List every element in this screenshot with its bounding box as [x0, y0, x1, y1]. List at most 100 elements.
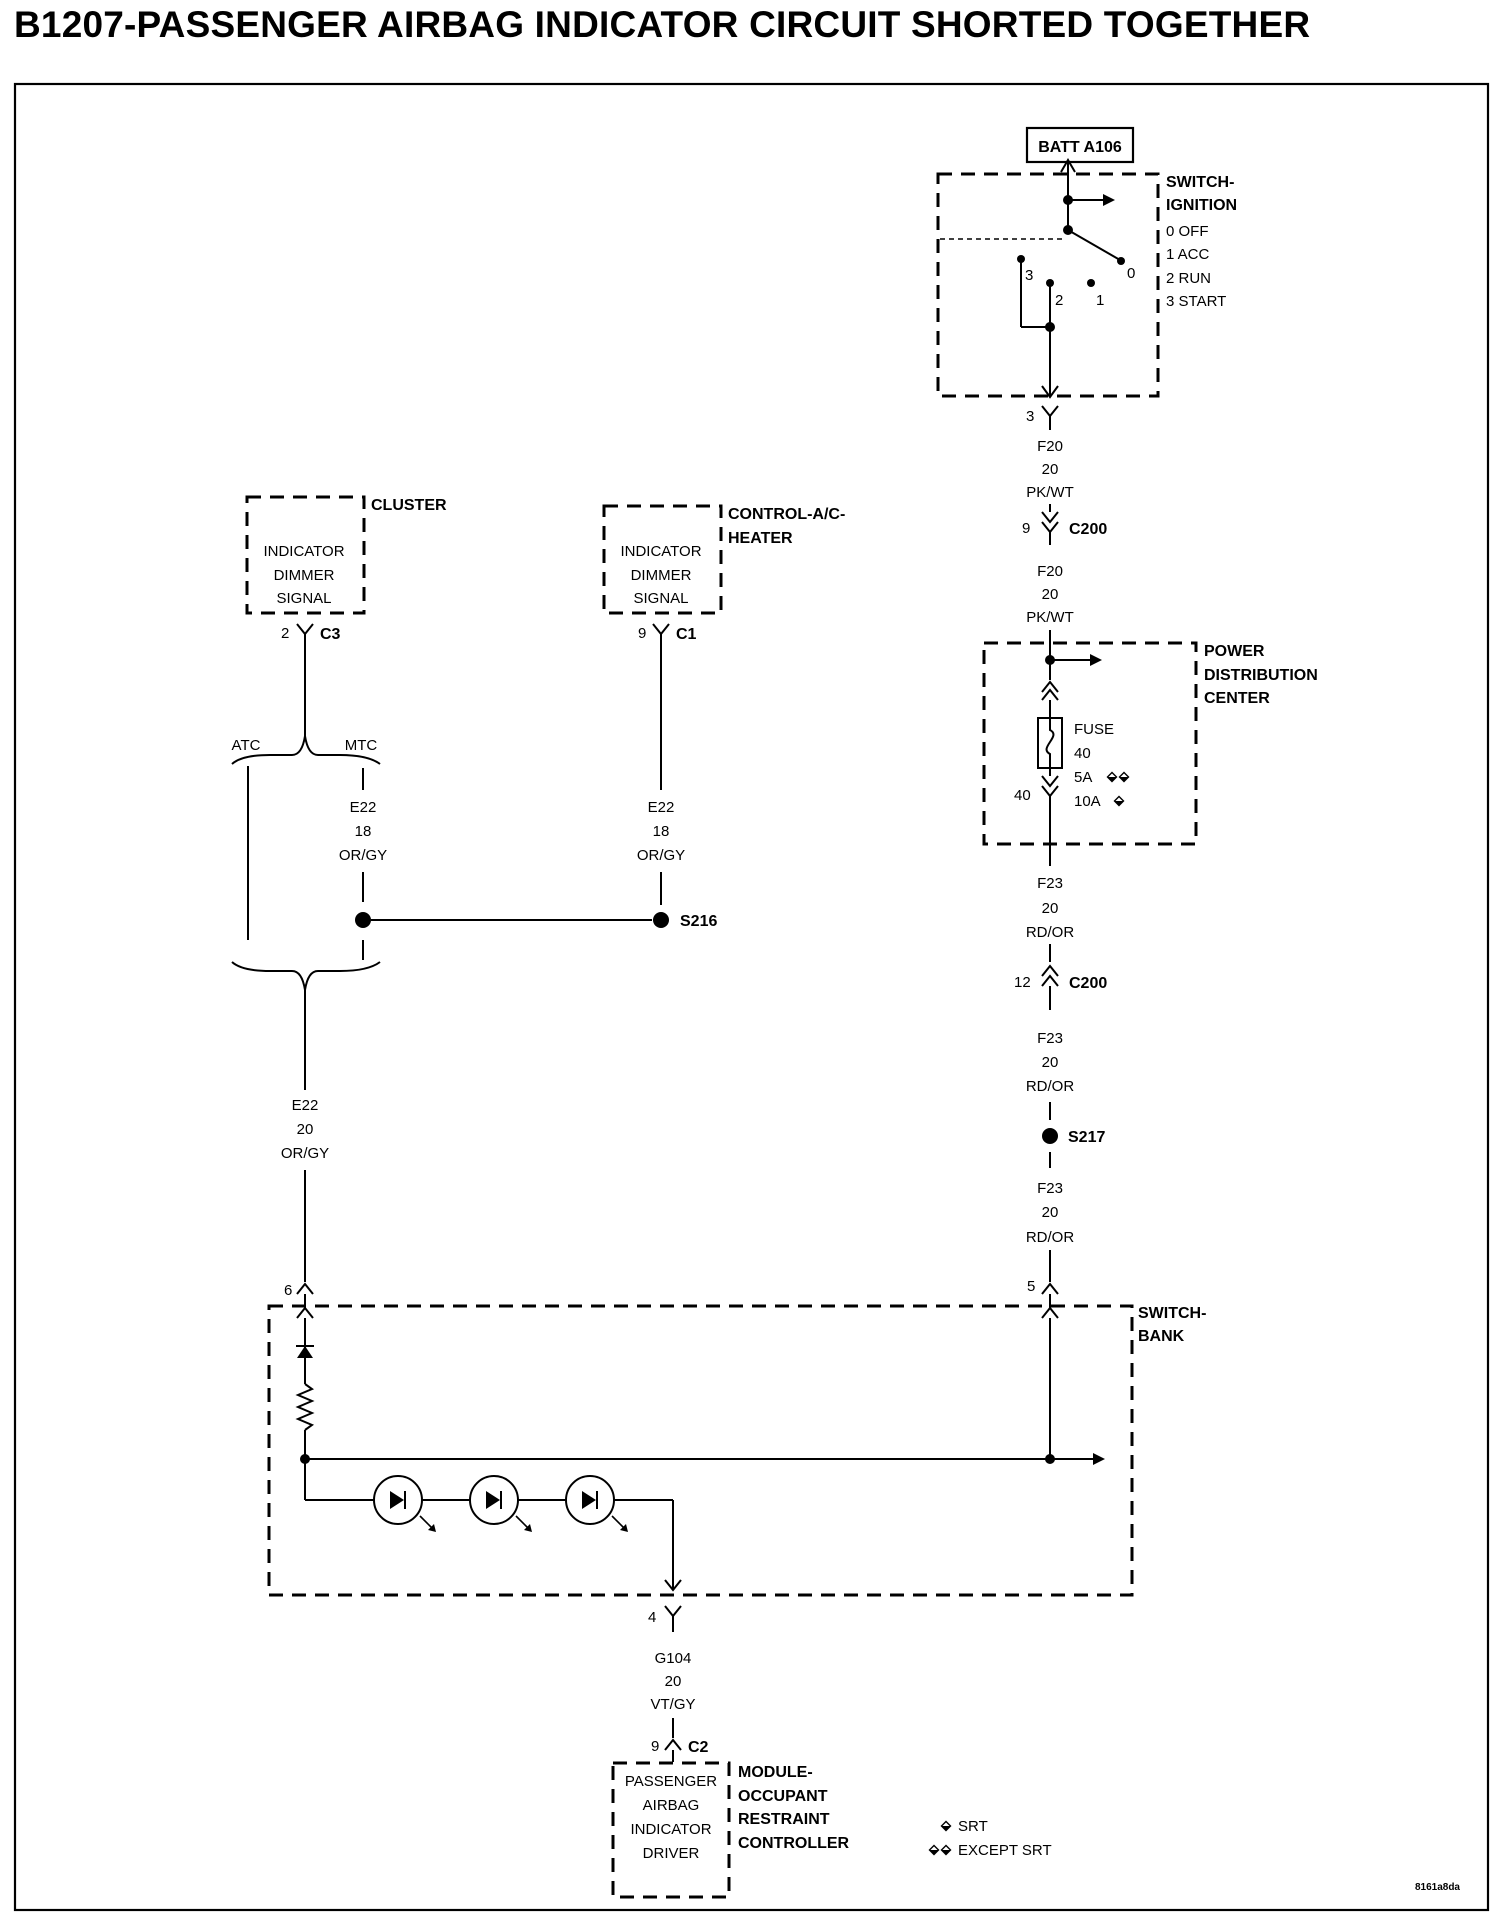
- ignition-switch-label: SWITCH- IGNITION 0 OFF 1 ACC 2 RUN 3 STA…: [1166, 174, 1237, 310]
- cluster-connector-c3: 2 C3: [281, 623, 341, 736]
- legend-srt-symbol: [940, 1820, 952, 1832]
- svg-text:BANK: BANK: [1138, 1328, 1185, 1345]
- svg-text:POWER: POWER: [1204, 643, 1265, 660]
- svg-text:20: 20: [297, 1121, 314, 1138]
- connector-c200-lower: 12 C200: [1014, 964, 1107, 1010]
- svg-text:BATT A106: BATT A106: [1038, 139, 1122, 156]
- svg-text:PASSENGER: PASSENGER: [625, 1773, 717, 1790]
- ignition-switch: 0 1 2 3: [936, 158, 1160, 399]
- svg-text:S217: S217: [1068, 1129, 1105, 1146]
- except-srt-marker: [1106, 771, 1118, 783]
- occupant-restraint-controller: PASSENGER AIRBAG INDICATOR DRIVER: [611, 1761, 731, 1899]
- svg-text:2: 2: [281, 625, 289, 642]
- svg-text:DISTRIBUTION: DISTRIBUTION: [1204, 667, 1318, 684]
- svg-text:CONTROL-A/C-: CONTROL-A/C-: [728, 506, 845, 523]
- svg-text:40: 40: [1014, 787, 1031, 804]
- page-title: B1207-PASSENGER AIRBAG INDICATOR CIRCUIT…: [14, 4, 1311, 45]
- svg-text:0: 0: [1127, 265, 1135, 282]
- svg-text:C2: C2: [688, 1739, 709, 1756]
- svg-text:20: 20: [1042, 900, 1059, 917]
- svg-text:PK/WT: PK/WT: [1026, 484, 1074, 501]
- svg-text:18: 18: [653, 823, 670, 840]
- wire-f23-middle: F23 20 RD/OR: [1026, 1030, 1074, 1120]
- svg-text:VT/GY: VT/GY: [650, 1696, 695, 1713]
- svg-text:G104: G104: [655, 1650, 692, 1667]
- svg-text:5A: 5A: [1074, 769, 1092, 786]
- pdc-label: POWER DISTRIBUTION CENTER: [1204, 643, 1318, 707]
- svg-text:20: 20: [1042, 1054, 1059, 1071]
- legend-except-srt-symbol: [928, 1844, 940, 1856]
- svg-text:E22: E22: [648, 799, 675, 816]
- figure-id: 8161a8da: [1415, 1882, 1460, 1893]
- switch-bank: 6 5: [267, 1278, 1134, 1597]
- switch-bank-connector-4: 4: [648, 1605, 682, 1632]
- svg-text:INDICATOR: INDICATOR: [620, 543, 701, 560]
- svg-text:3 START: 3 START: [1166, 293, 1226, 310]
- svg-text:C200: C200: [1069, 521, 1107, 538]
- svg-text:40: 40: [1074, 745, 1091, 762]
- switch-bank-label: SWITCH- BANK: [1138, 1305, 1206, 1345]
- svg-text:F23: F23: [1037, 1030, 1063, 1047]
- svg-text:OR/GY: OR/GY: [637, 847, 685, 864]
- svg-text:CONTROLLER: CONTROLLER: [738, 1835, 850, 1852]
- svg-text:9: 9: [638, 625, 646, 642]
- wire-f23-lower: F23 20 RD/OR: [1026, 1152, 1075, 1282]
- svg-text:0 OFF: 0 OFF: [1166, 223, 1209, 240]
- svg-text:20: 20: [1042, 1204, 1059, 1221]
- svg-text:5: 5: [1027, 1278, 1035, 1295]
- indicator-led-2: [469, 1475, 532, 1532]
- svg-text:20: 20: [1042, 586, 1059, 603]
- control-connector-c1: 9 C1: [638, 623, 697, 790]
- svg-text:S216: S216: [680, 913, 717, 930]
- control-ac-heater-module: INDICATOR DIMMER SIGNAL CONTROL-A/C- HEA…: [602, 504, 845, 615]
- svg-text:F20: F20: [1037, 563, 1063, 580]
- svg-text:INDICATOR: INDICATOR: [263, 543, 344, 560]
- wire-f20-lower: F20 20 PK/WT: [1026, 563, 1074, 660]
- svg-text:INDICATOR: INDICATOR: [630, 1821, 711, 1838]
- indicator-led-1: [373, 1475, 436, 1532]
- batt-a106-label: BATT A106: [1025, 126, 1135, 164]
- svg-text:3: 3: [1026, 408, 1034, 425]
- svg-text:OCCUPANT: OCCUPANT: [738, 1788, 828, 1805]
- svg-text:20: 20: [1042, 461, 1059, 478]
- cluster-module: INDICATOR DIMMER SIGNAL CLUSTER: [245, 495, 447, 615]
- svg-text:9: 9: [1022, 520, 1030, 537]
- indicator-led-3: [565, 1475, 628, 1532]
- svg-text:FUSE: FUSE: [1074, 721, 1114, 738]
- legend-except-srt: EXCEPT SRT: [958, 1842, 1052, 1859]
- svg-text:RD/OR: RD/OR: [1026, 1229, 1075, 1246]
- svg-text:F20: F20: [1037, 438, 1063, 455]
- wire-f23-upper: F23 20 RD/OR: [1026, 844, 1074, 962]
- orc-label: MODULE- OCCUPANT RESTRAINT CONTROLLER: [738, 1764, 850, 1852]
- wire-e22-20: E22 20 OR/GY: [281, 990, 329, 1282]
- svg-text:F23: F23: [1037, 1180, 1063, 1197]
- svg-text:DRIVER: DRIVER: [643, 1845, 700, 1862]
- orc-connector-c2: 9 C2: [651, 1738, 709, 1762]
- svg-text:OR/GY: OR/GY: [339, 847, 387, 864]
- svg-text:6: 6: [284, 1282, 292, 1299]
- svg-text:SWITCH-: SWITCH-: [1166, 174, 1234, 191]
- connector-c200-upper: 9 C200: [1022, 511, 1107, 545]
- wire-f20-upper: F20 20 PK/WT: [1026, 438, 1074, 512]
- svg-text:PK/WT: PK/WT: [1026, 609, 1074, 626]
- svg-text:1: 1: [1096, 292, 1104, 309]
- ignition-connector-3: 3: [1026, 405, 1059, 430]
- legend-srt: SRT: [958, 1818, 988, 1835]
- wire-e22-18-control: E22 18 OR/GY: [637, 799, 685, 905]
- svg-text:OR/GY: OR/GY: [281, 1145, 329, 1162]
- svg-text:C200: C200: [1069, 975, 1107, 992]
- legend: SRT EXCEPT SRT: [928, 1818, 1052, 1859]
- svg-text:C3: C3: [320, 626, 341, 643]
- svg-text:MODULE-: MODULE-: [738, 1764, 813, 1781]
- svg-text:E22: E22: [350, 799, 377, 816]
- svg-text:HEATER: HEATER: [728, 530, 793, 547]
- svg-text:ATC: ATC: [232, 737, 261, 754]
- svg-text:CENTER: CENTER: [1204, 690, 1270, 707]
- svg-text:20: 20: [665, 1673, 682, 1690]
- svg-text:9: 9: [651, 1738, 659, 1755]
- svg-text:DIMMER: DIMMER: [631, 567, 692, 584]
- svg-text:1 ACC: 1 ACC: [1166, 246, 1210, 263]
- svg-text:AIRBAG: AIRBAG: [643, 1797, 700, 1814]
- svg-text:F23: F23: [1037, 875, 1063, 892]
